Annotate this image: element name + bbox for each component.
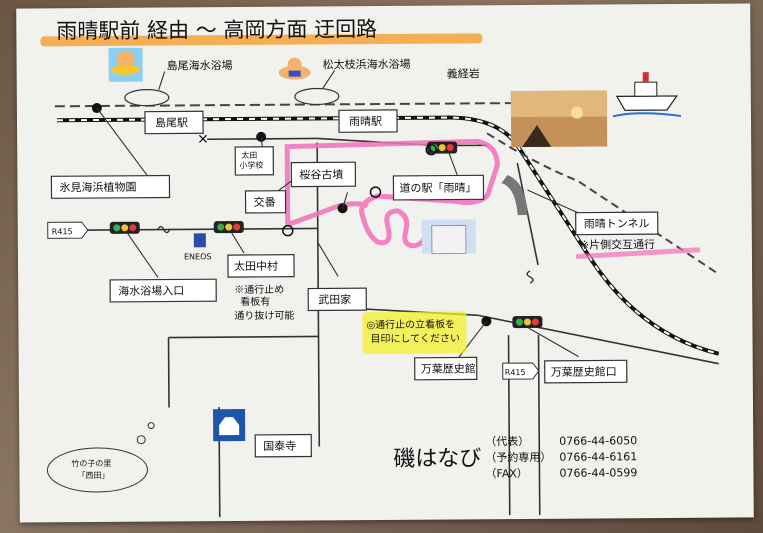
shimao-beach-marker [124, 89, 170, 107]
label-gikeiiwa: 義経岩 [447, 66, 480, 80]
road-break-mark [157, 225, 171, 234]
label-koban: 交番 [254, 195, 276, 209]
contact-res-label: （予約専用） [485, 450, 551, 464]
closure-circle-icon-3 [425, 143, 437, 156]
traffic-light-manyo [512, 315, 543, 329]
label-tunnel-note: ※片側交互通行 [580, 237, 655, 252]
traffic-light-michinoeki [427, 141, 458, 154]
label-signboard-note: ◎通行止の立看板を目印にしてください [366, 317, 460, 345]
signboard-note-highlight [362, 311, 467, 355]
closure-circle-icon-2 [369, 186, 382, 198]
label-hotel-name: 磯はなび [393, 446, 481, 472]
r415-tag-bottom [502, 362, 540, 380]
label-r415-bottom: R415 [505, 368, 526, 377]
label-himi-garden: 氷見海浜植物園 [59, 180, 136, 195]
bubble-dot-1 [136, 435, 146, 445]
contact-fax-label: （FAX） [485, 467, 527, 480]
swimmer-icon-1 [108, 47, 143, 82]
label-closure-note: ※通行止め看板有通り抜け可能 [234, 283, 294, 322]
gas-station-icon [193, 233, 206, 248]
detour-map: 雨晴駅前 経由 〜 高岡方面 迂回路 [40, 17, 720, 518]
road-break-mark-2 [526, 270, 534, 284]
traffic-light-left [109, 221, 140, 234]
hotel-photo [421, 219, 476, 255]
swimmer-icon-2 [278, 57, 311, 80]
closure-circle-icon [282, 224, 294, 237]
bubble-dot-2 [147, 422, 155, 430]
r415-tag-left [47, 221, 89, 239]
label-ota-school: 太田小学校 [239, 150, 263, 170]
matsudae-beach-marker [294, 87, 340, 106]
contact-block: （代表） 0766-44-6050 （予約専用） 0766-44-6161 （F… [485, 434, 637, 480]
tunnel-icon [501, 175, 528, 216]
label-michinoeki: 道の駅「雨晴」 [399, 180, 476, 195]
label-eneos: ENEOS [184, 252, 212, 261]
contact-fax-tel: 0766-44-0599 [559, 466, 637, 480]
label-shimao-station: 島尾駅 [155, 115, 188, 129]
map-paper: 雨晴駅前 経由 〜 高岡方面 迂回路 [16, 3, 754, 523]
label-takenoko: 竹の子の里「西田」 [71, 458, 111, 480]
label-manyo-museum: 万葉歴史館 [421, 361, 476, 375]
contact-rep-tel: 0766-44-6050 [559, 434, 637, 448]
label-ota-nakamura: 太田中村 [234, 259, 278, 273]
label-matsudae-beach: 松太枝浜海水浴場 [323, 57, 411, 72]
coastal-dashed-road [486, 132, 719, 275]
label-amaharashi-station: 雨晴駅 [349, 115, 382, 128]
contact-res-tel: 0766-44-6161 [559, 450, 637, 464]
label-kokutaiji: 国泰寺 [263, 439, 296, 453]
label-r415-left: R415 [52, 227, 73, 236]
map-title: 雨晴駅前 経由 〜 高岡方面 迂回路 [56, 17, 377, 43]
temple-shape-icon [219, 417, 240, 436]
label-sakuradani: 桜谷古墳 [299, 167, 343, 181]
coast-road [54, 102, 517, 108]
label-manyo-entrance: 万葉歴史館口 [551, 364, 617, 378]
tunnel-note-underline [575, 247, 701, 260]
label-boxes [50, 109, 659, 458]
gikeiiwa-photo [510, 90, 608, 148]
takenoko-bubble [46, 447, 148, 493]
label-takedake: 武田家 [318, 292, 351, 306]
title-highlight [40, 33, 483, 47]
contact-rep-label: （代表） [485, 434, 529, 448]
closure-x-mark: × [197, 131, 209, 147]
label-shimao-beach: 島尾海水浴場 [167, 58, 233, 72]
label-tunnel: 雨晴トンネル [584, 217, 650, 230]
label-kaisuiyokujo-iriguchi: 海水浴場入口 [118, 283, 184, 297]
traffic-light-ota [213, 221, 244, 234]
ship-icon [612, 72, 682, 118]
